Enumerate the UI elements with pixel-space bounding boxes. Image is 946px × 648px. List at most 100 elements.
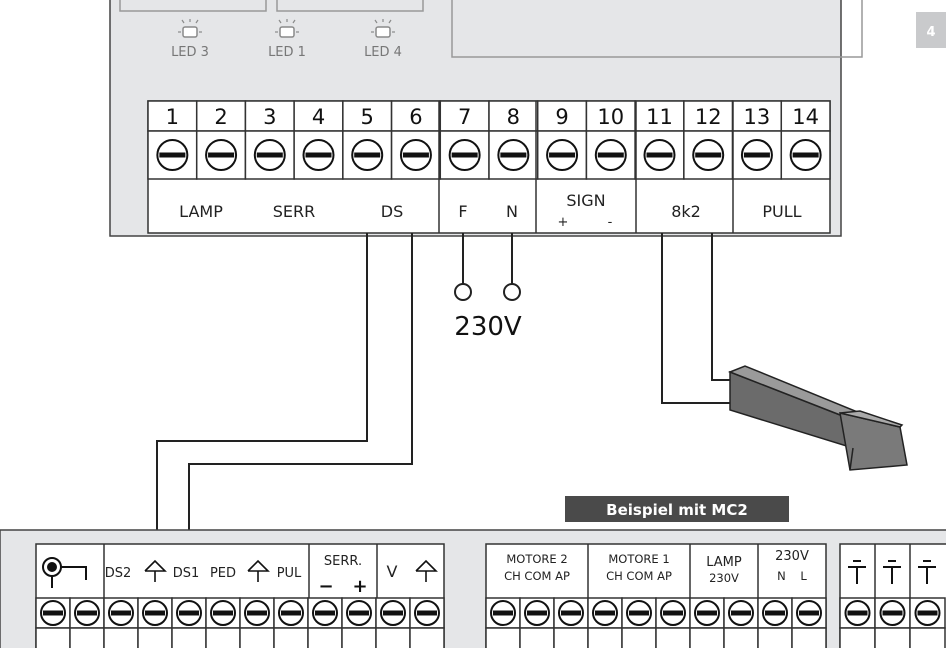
screw-icon — [210, 600, 236, 626]
label-motore2-sub: CH COM AP — [504, 569, 570, 583]
label-ds2: DS2 — [105, 566, 132, 581]
label-sign-minus: - — [608, 215, 613, 230]
screw-icon — [740, 139, 773, 171]
screw-icon — [626, 600, 652, 626]
screw-icon — [660, 600, 686, 626]
terminal-blank-cell — [409, 627, 445, 648]
label-sign-plus: + — [558, 215, 569, 230]
terminal-number: 4 — [312, 105, 325, 129]
label-f: F — [458, 202, 467, 221]
label-230v-lower-sub: N L — [777, 569, 807, 583]
terminal-blank-cell — [35, 627, 71, 648]
label-motore1: MOTORE 1 — [608, 552, 669, 566]
terminal-blank-cell — [485, 627, 521, 648]
terminal-number-cell — [195, 100, 247, 132]
label-pull: PULL — [762, 202, 801, 221]
component-outline-right — [451, 0, 863, 58]
terminal-blank-cell — [69, 627, 105, 648]
terminal-number: 6 — [409, 105, 422, 129]
terminal-number-cell — [390, 100, 442, 132]
terminal-number: 5 — [361, 105, 374, 129]
screw-icon — [592, 600, 618, 626]
lower-terminal-block-b: MOTORE 2 CH COM AP MOTORE 1 CH COM AP LA… — [485, 543, 827, 648]
component-outline-mid — [276, 0, 424, 12]
arrow-up-icon — [415, 559, 438, 582]
terminal-blank-cell — [205, 627, 241, 648]
screw-icon — [546, 139, 579, 171]
terminal-blank-cell — [519, 627, 555, 648]
terminal-number: 12 — [695, 105, 722, 129]
screw-icon — [399, 139, 432, 171]
terminal-number: 8 — [507, 105, 520, 129]
terminal-number-cell — [634, 100, 685, 132]
label-motore2: MOTORE 2 — [506, 552, 567, 566]
ds-wires — [156, 233, 413, 572]
screw-icon — [448, 139, 481, 171]
terminal-blank-cell — [553, 627, 589, 648]
terminal-number: 13 — [744, 105, 771, 129]
voltage-label: 230V — [454, 312, 522, 342]
terminal-number: 14 — [792, 105, 819, 129]
led-label: LED 4 — [364, 45, 402, 60]
mains-wires — [454, 233, 521, 301]
screw-icon — [497, 139, 530, 171]
terminal-blank-cell — [791, 627, 827, 648]
safety-edge-wires — [661, 233, 735, 404]
earth-icon — [883, 560, 901, 584]
label-serr-short: SERR. — [324, 554, 362, 569]
screw-icon — [380, 600, 406, 626]
earth-icon — [848, 560, 866, 584]
label-lamp-lower: LAMP — [706, 555, 742, 570]
terminal-blank-cell — [239, 627, 275, 648]
terminal-number: 7 — [458, 105, 471, 129]
screw-icon — [694, 600, 720, 626]
screw-icon — [844, 600, 871, 626]
label-lamp: LAMP — [179, 202, 223, 221]
screw-icon — [351, 139, 384, 171]
terminal-blank-cell — [375, 627, 411, 648]
component-outline-left — [119, 0, 267, 12]
screw-icon — [40, 600, 66, 626]
arrow-up-icon — [144, 559, 167, 582]
safety-edge-device — [727, 365, 908, 471]
terminal-number: 9 — [555, 105, 568, 129]
terminal-number-cell — [439, 100, 490, 132]
terminal-blank-cell — [273, 627, 309, 648]
label-230v-lower: 230V — [775, 549, 809, 564]
screw-icon — [74, 600, 100, 626]
label-pul: PUL — [277, 566, 302, 581]
screw-icon — [524, 600, 550, 626]
terminal-blank-cell — [341, 627, 377, 648]
screw-icon — [879, 600, 906, 626]
terminal-blank-cell — [723, 627, 759, 648]
lower-terminal-block-a: DS2 DS1 PED PUL SERR. − + V — [35, 543, 445, 648]
terminal-blank-cell — [137, 627, 173, 648]
screw-icon — [643, 139, 676, 171]
screw-icon — [312, 600, 338, 626]
terminal-blank-cell — [621, 627, 657, 648]
label-motore1-sub: CH COM AP — [606, 569, 672, 583]
example-badge: Beispiel mit MC2 — [565, 496, 789, 522]
terminal-blank-cell — [839, 627, 876, 648]
screw-icon — [205, 139, 238, 171]
terminal-blank-cell — [587, 627, 623, 648]
arrow-up-icon — [247, 559, 270, 582]
terminal-blank-cell — [307, 627, 343, 648]
screw-icon — [302, 139, 335, 171]
label-serr-minus: − — [318, 576, 333, 597]
label-lamp-lower-sub: 230V — [709, 571, 739, 585]
label-sign: SIGN — [566, 191, 605, 210]
label-8k2: 8k2 — [671, 202, 701, 221]
led-label: LED 3 — [171, 45, 209, 60]
label-serr-plus: + — [352, 576, 367, 597]
screw-icon — [108, 600, 134, 626]
screw-icon — [914, 600, 941, 626]
terminal-number: 3 — [263, 105, 276, 129]
terminal-number: 2 — [214, 105, 227, 129]
screw-icon — [156, 139, 189, 171]
terminal-blank-cell — [757, 627, 793, 648]
screw-icon — [762, 600, 788, 626]
terminal-number-cell — [683, 100, 734, 132]
